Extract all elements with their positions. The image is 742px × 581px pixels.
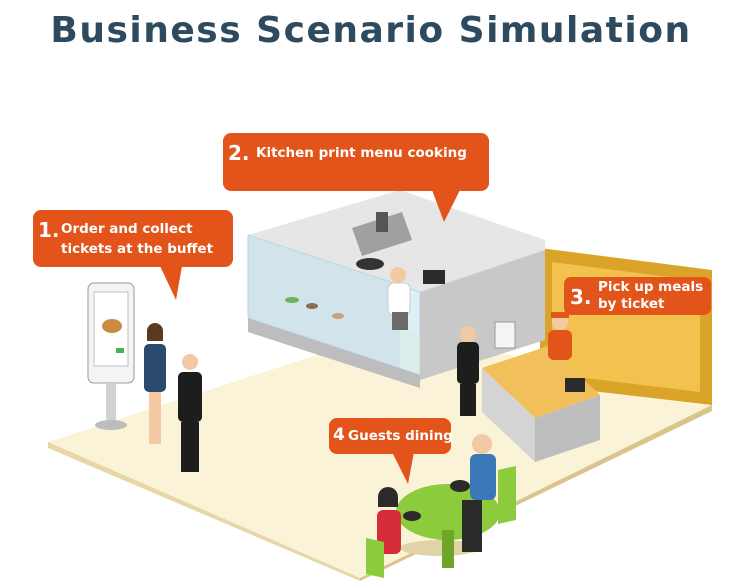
chef-head — [390, 267, 406, 283]
hood-pipe — [376, 212, 388, 232]
pickup-customer-body — [457, 342, 479, 384]
kiosk-screen — [93, 291, 129, 367]
guest-right-head — [472, 434, 492, 454]
kitchen-printer — [423, 270, 445, 284]
step-4-text: Guests dining — [348, 426, 453, 446]
man-legs — [181, 422, 199, 472]
kitchen-base-left — [248, 318, 420, 388]
bowl — [450, 480, 470, 492]
bowl — [403, 511, 421, 521]
man-body — [178, 372, 202, 422]
receipt-printer — [565, 378, 585, 392]
chair-left — [366, 538, 384, 578]
step-2-line-1: Kitchen print menu cooking — [256, 145, 467, 161]
kiosk-base — [95, 420, 127, 430]
woman-hair — [147, 323, 163, 341]
chef-legs — [392, 312, 408, 330]
step-3-text: Pick up meals by ticket — [598, 279, 703, 313]
kiosk-button — [116, 348, 124, 353]
service-counter-top — [482, 346, 600, 418]
stove-pan — [356, 258, 384, 270]
callout-bubble-3 — [564, 277, 711, 315]
chair-right — [498, 466, 516, 524]
guest-right-legs — [462, 500, 482, 552]
service-counter-front — [482, 368, 535, 462]
food-plate — [332, 313, 344, 319]
man-head — [182, 354, 198, 370]
step-1-line-1: Order and collect — [61, 221, 193, 237]
woman-body — [144, 344, 166, 392]
step-1-number: 1. — [38, 218, 60, 242]
callout-bubble-2 — [223, 133, 489, 222]
kiosk-stand — [106, 383, 116, 423]
food-plate — [306, 303, 318, 309]
table-shadow — [400, 540, 480, 556]
callout-bubble-4 — [329, 418, 451, 484]
pickup-customer-legs — [460, 384, 476, 416]
dining-table-leg — [442, 530, 454, 568]
pickup-customer-head — [460, 326, 476, 342]
food-plate — [285, 297, 299, 303]
guest-right-body — [470, 454, 496, 500]
step-4-line-1: Guests dining — [348, 428, 453, 444]
chef-body — [387, 282, 411, 316]
step-1-line-2: tickets at the buffet — [61, 241, 214, 257]
step-2-text: Kitchen print menu cooking — [256, 143, 467, 163]
service-counter-side — [535, 395, 600, 462]
staff-body — [548, 330, 572, 360]
callout-bubble-1 — [33, 210, 233, 300]
step-3-line-1: Pick up meals — [598, 279, 704, 295]
step-2-number: 2. — [228, 141, 250, 165]
step-1-text: Order and collect tickets at the buffet — [61, 219, 213, 259]
kiosk-burger — [102, 319, 122, 333]
page-title: Business Scenario Simulation — [50, 10, 692, 51]
step-4-number: 4 — [333, 425, 345, 445]
step-3-number: 3. — [570, 285, 592, 309]
staff-cap — [551, 312, 569, 318]
pos-monitor — [494, 321, 516, 349]
guest-left-hair — [378, 487, 398, 507]
woman-legs — [149, 392, 161, 444]
kitchen-hood — [352, 212, 412, 256]
step-3-line-2: by ticket — [598, 296, 665, 312]
floor-edge-left — [48, 442, 360, 581]
